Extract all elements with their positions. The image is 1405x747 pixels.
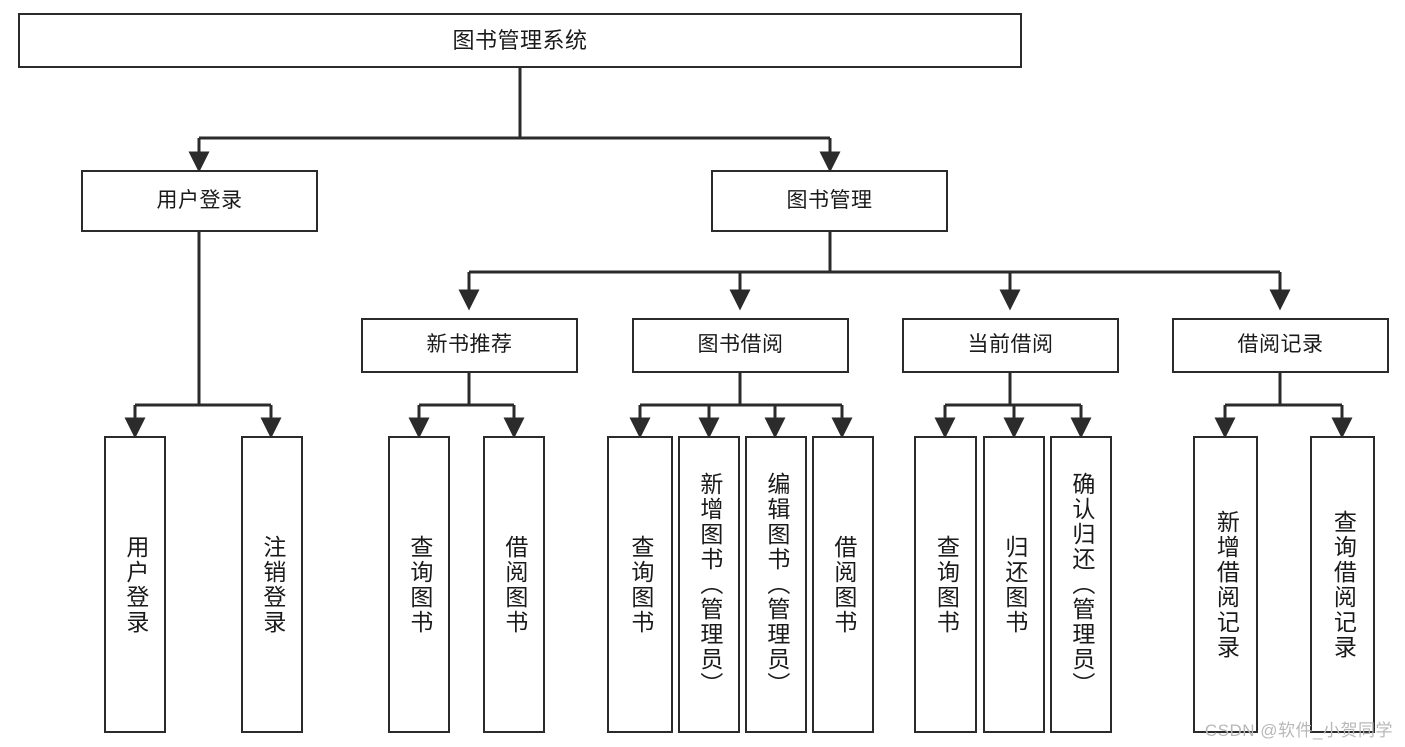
leaf-current-return-book[interactable]: 归还图书 [983,436,1045,733]
leaf-new-book-borrow[interactable]: 借阅图书 [483,436,545,733]
node-label: 新书推荐 [426,333,513,357]
node-label: 借阅图书 [830,534,857,635]
node-book-management[interactable]: 图书管理 [711,170,948,232]
node-label: 归还图书 [1001,534,1028,635]
node-label: 用户登录 [156,188,243,212]
leaf-new-book-query[interactable]: 查询图书 [388,436,450,733]
leaf-borrow-add-book-admin[interactable]: 新增图书（管理员） [678,436,740,733]
node-borrow-record[interactable]: 借阅记录 [1172,318,1389,373]
node-label: 当前借阅 [967,333,1054,357]
leaf-current-query-book[interactable]: 查询图书 [914,436,977,733]
leaf-current-confirm-return-admin[interactable]: 确认归还（管理员） [1050,436,1112,733]
node-label: 用户登录 [122,534,149,635]
node-label: 查询借阅记录 [1330,509,1357,660]
node-label: 图书借阅 [697,333,784,357]
leaf-user-login-login[interactable]: 用户登录 [104,436,166,733]
leaf-borrow-query-book[interactable]: 查询图书 [607,436,673,733]
node-label: 编辑图书（管理员） [763,472,790,697]
node-new-book-recommend[interactable]: 新书推荐 [361,318,578,373]
node-label: 图书管理 [786,188,873,212]
node-book-borrow[interactable]: 图书借阅 [632,318,849,373]
leaf-record-query[interactable]: 查询借阅记录 [1310,436,1375,733]
node-user-login[interactable]: 用户登录 [81,170,318,232]
node-label: 查询图书 [406,534,433,635]
node-label: 确认归还（管理员） [1068,472,1095,697]
node-label: 图书管理系统 [452,27,588,53]
node-label: 借阅记录 [1237,333,1324,357]
node-root-system[interactable]: 图书管理系统 [18,13,1022,68]
node-label: 借阅图书 [501,534,528,635]
node-current-borrow[interactable]: 当前借阅 [902,318,1119,373]
node-label: 新增借阅记录 [1213,509,1240,660]
node-label: 新增图书（管理员） [696,472,723,697]
node-label: 查询图书 [627,534,654,635]
watermark: CSDN @软件_小贺同学 [1204,721,1393,740]
leaf-borrow-borrow-book[interactable]: 借阅图书 [812,436,874,733]
node-label: 查询图书 [933,534,960,635]
node-label: 注销登录 [259,534,286,635]
leaf-record-add[interactable]: 新增借阅记录 [1193,436,1258,733]
leaf-user-login-logout[interactable]: 注销登录 [241,436,303,733]
leaf-borrow-edit-book-admin[interactable]: 编辑图书（管理员） [745,436,807,733]
